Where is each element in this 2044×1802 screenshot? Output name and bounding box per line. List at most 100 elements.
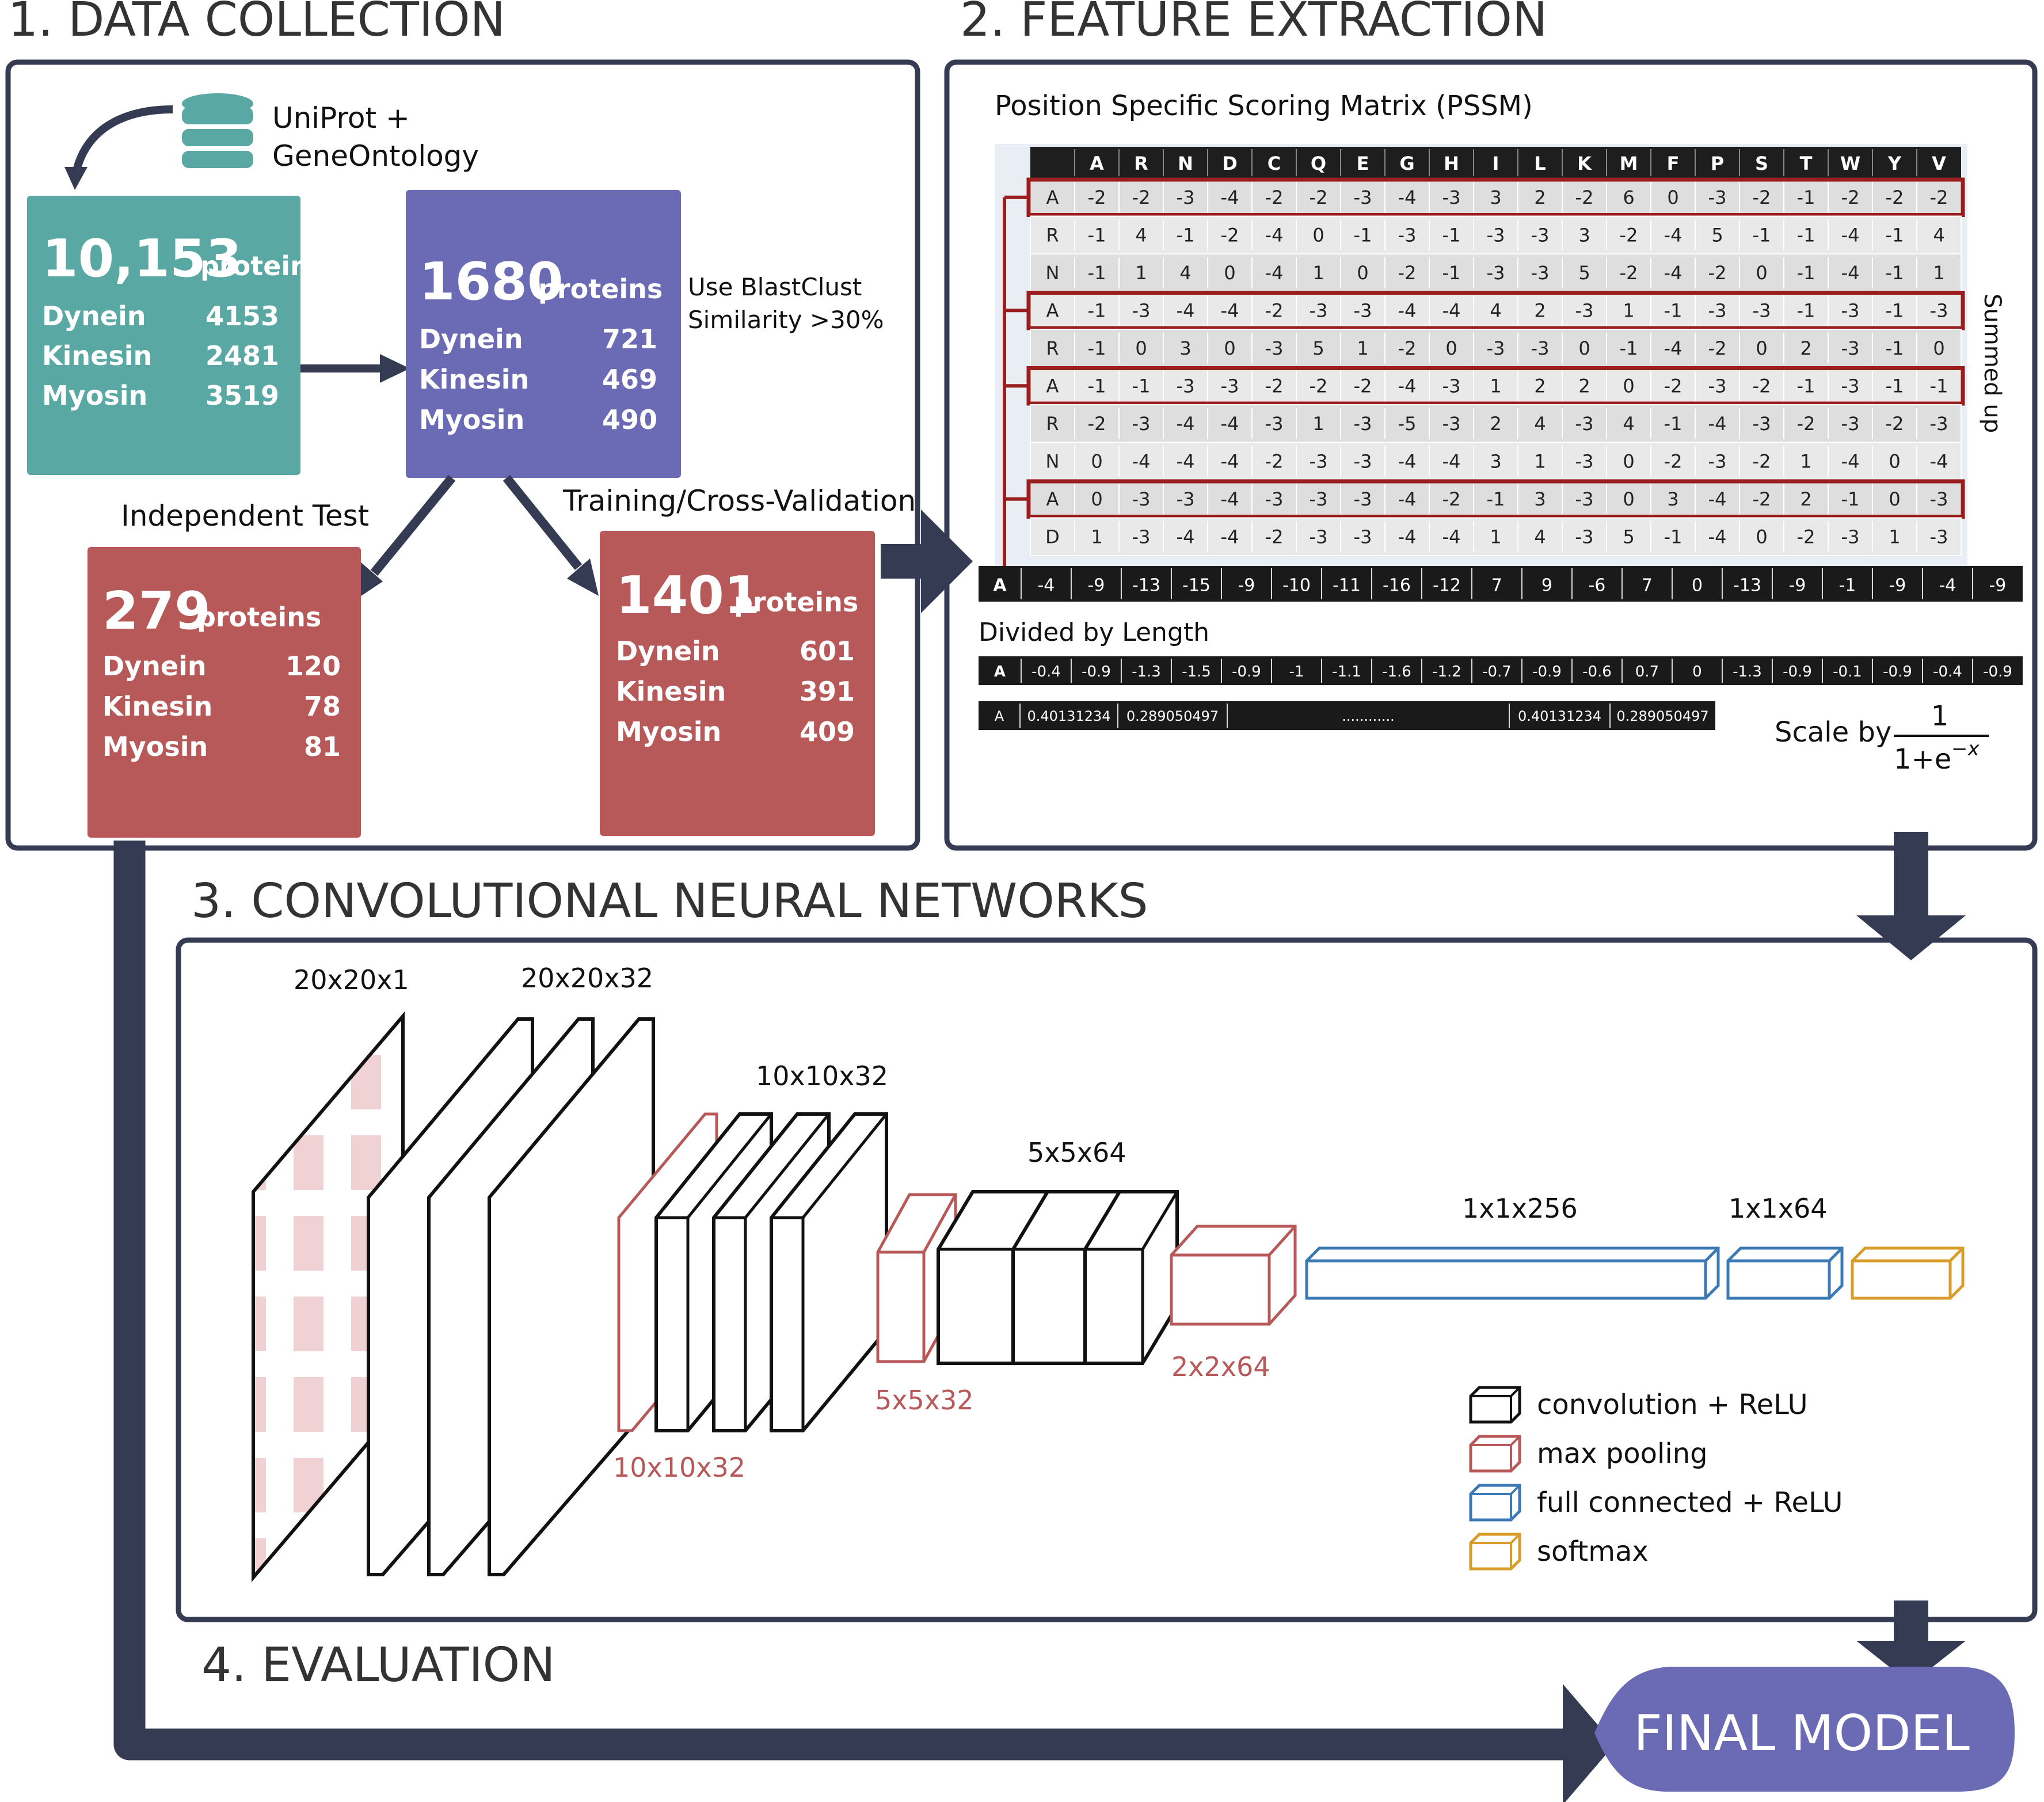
formula-denominator: 1+e (1894, 743, 1951, 775)
softmax-layer (1851, 1246, 1965, 1300)
train-dynein-label: Dynein (616, 636, 720, 667)
pssm-cell: 1 (1800, 451, 1811, 473)
filtered-dynein-label: Dynein (419, 324, 523, 355)
pssm-cell: -3 (1310, 300, 1328, 322)
legend-item: softmax (1469, 1533, 1649, 1571)
all-kinesin-label: Kinesin (42, 340, 152, 371)
pssm-cell: -3 (1708, 375, 1727, 397)
pssm-cell: -3 (1487, 337, 1505, 359)
pssm-row-label: A (1046, 187, 1059, 208)
pssm-column-header: E (1357, 153, 1369, 174)
scaled-cell: 0.289050497 (1126, 708, 1219, 724)
train-proteins-box: 1401 proteins Dynein 601 Kinesin 391 Myo… (600, 531, 875, 836)
pssm-cell: -1 (1886, 262, 1904, 284)
pssm-cell: -1 (1088, 300, 1106, 322)
legend-item: convolution + ReLU (1469, 1386, 1808, 1424)
pssm-cell: 0 (1756, 262, 1767, 284)
legend-item: max pooling (1469, 1435, 1708, 1473)
vector-label: A (994, 663, 1006, 680)
pssm-row-label: A (1046, 300, 1059, 322)
pssm-cell: -1 (1664, 300, 1683, 322)
pssm-cell: 0 (1312, 225, 1324, 246)
pssm-row-label: R (1046, 337, 1059, 359)
pssm-column-header: D (1222, 153, 1238, 174)
pssm-cell: -2 (1442, 488, 1461, 510)
pssm-cell: -2 (1265, 451, 1284, 473)
pssm-cell: -3 (1310, 451, 1328, 473)
pssm-cell: -4 (1398, 300, 1417, 322)
pssm-cell: 1 (1933, 262, 1944, 284)
pssm-cell: -1 (1886, 300, 1904, 322)
pssm-cell: -2 (1753, 451, 1771, 473)
vector-cell: -9 (1788, 575, 1806, 595)
pssm-column-header: C (1267, 153, 1281, 174)
pssm-cell: -3 (1177, 375, 1195, 397)
pssm-cell: -4 (1708, 526, 1727, 548)
pssm-cell: -4 (1221, 413, 1239, 435)
vector-cell: -0.1 (1833, 663, 1862, 680)
pssm-cell: -3 (1575, 488, 1594, 510)
pool2-size-label: 5x5x32 (875, 1385, 974, 1416)
pssm-cell: -1 (1886, 225, 1904, 246)
scaled-cell: A (995, 708, 1004, 724)
pssm-cell: -3 (1354, 526, 1372, 548)
pssm-cell: 0 (1889, 451, 1900, 473)
all-proteins-count: 10,153 (42, 229, 242, 289)
vector-cell: -0.4 (1933, 663, 1962, 680)
pssm-column-header: F (1667, 153, 1680, 174)
pssm-cell: -3 (1177, 488, 1195, 510)
pssm-cell: -2 (1398, 337, 1417, 359)
pssm-cell: 0 (1889, 488, 1900, 510)
vector-cell: -1.3 (1733, 663, 1762, 680)
cnn-panel (176, 937, 2038, 1622)
filtered-dynein-value: 721 (602, 324, 657, 355)
pssm-cell: -4 (1664, 225, 1683, 246)
train-kinesin-label: Kinesin (616, 676, 726, 707)
pssm-cell: -2 (1088, 413, 1106, 435)
pssm-cell: -4 (1398, 375, 1417, 397)
vector-cell: -0.9 (1532, 663, 1562, 680)
pssm-cell: -2 (1354, 375, 1372, 397)
pssm-cell: -2 (1265, 375, 1284, 397)
pssm-cell: -4 (1664, 262, 1683, 284)
pssm-cell: 1 (1357, 337, 1368, 359)
scaled-cell: ............ (1342, 708, 1395, 724)
pssm-cell: -4 (1841, 451, 1860, 473)
legend-label: softmax (1537, 1535, 1649, 1568)
pssm-column-header: Y (1887, 153, 1902, 174)
to-cnn-arrow (1894, 832, 1928, 918)
pssm-cell: 2 (1800, 337, 1811, 359)
pssm-cell: -3 (1487, 262, 1505, 284)
vector-cell: 7 (1491, 575, 1502, 595)
pssm-title: Position Specific Scoring Matrix (PSSM) (995, 90, 1533, 122)
pssm-row-label: R (1046, 225, 1059, 246)
pssm-cell: 4 (1135, 225, 1147, 246)
pssm-row (1030, 404, 1962, 443)
pssm-cell: -2 (1265, 300, 1284, 322)
pssm-cell: -2 (1886, 413, 1904, 435)
pssm-cell: 3 (1179, 337, 1191, 359)
pssm-column-header: H (1444, 153, 1459, 174)
source-label-line2: GeneOntology (272, 139, 479, 173)
pssm-cell: -2 (1753, 187, 1771, 208)
pssm-cell: -3 (1575, 413, 1594, 435)
test-proteins-count: 279 (102, 581, 211, 641)
to-cnn-arrow-head (1856, 915, 1966, 960)
all-proteins-box: 10,153 proteins Dynein 4153 Kinesin 2481… (27, 196, 325, 475)
pssm-cell: 0 (1091, 451, 1102, 473)
filtered-proteins-unit: proteins (538, 273, 663, 305)
pssm-cell: 6 (1623, 187, 1634, 208)
fc1-layer (1305, 1246, 1720, 1300)
pssm-cell: -3 (1221, 375, 1239, 397)
legend-swatch-icon (1469, 1533, 1521, 1571)
test-proteins-box: 279 proteins Dynein 120 Kinesin 78 Myosi… (87, 547, 361, 838)
test-dynein-label: Dynein (102, 651, 207, 682)
all-proteins-unit: proteins (200, 250, 325, 282)
pssm-cell: -3 (1132, 413, 1151, 435)
final-model-badge (1594, 1667, 2015, 1792)
test-proteins-unit: proteins (197, 602, 321, 633)
section-title-feature-extraction: 2. FEATURE EXTRACTION (960, 0, 1547, 47)
pssm-cell: -3 (1930, 526, 1948, 548)
pssm-cell: -1 (1886, 337, 1904, 359)
